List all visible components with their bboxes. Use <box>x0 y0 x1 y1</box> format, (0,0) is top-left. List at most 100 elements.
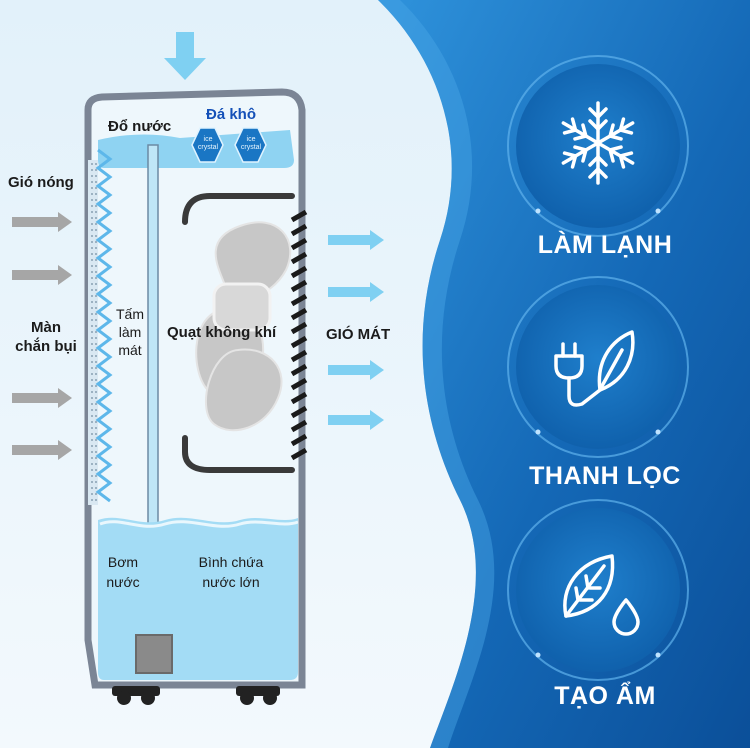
louver-slat <box>290 419 308 433</box>
dust-dot <box>91 361 93 363</box>
dust-dot <box>91 283 93 285</box>
dust-dot <box>95 349 97 351</box>
label-pump: Bơm nước <box>100 552 146 592</box>
dust-dot <box>91 427 93 429</box>
dust-dot <box>91 181 93 183</box>
dust-dot <box>91 481 93 483</box>
dust-dot <box>95 409 97 411</box>
dust-dot <box>91 295 93 297</box>
louver-slat <box>290 265 308 279</box>
dust-dot <box>95 373 97 375</box>
dust-dot <box>91 337 93 339</box>
dust-dot <box>95 187 97 189</box>
ice-crystal-text: ice crystal <box>240 136 262 152</box>
dust-dot <box>95 295 97 297</box>
louver-slat <box>290 377 308 391</box>
dust-dot <box>91 499 93 501</box>
fan-housing-bottom <box>182 435 295 473</box>
dust-dot <box>95 481 97 483</box>
dust-dot <box>95 487 97 489</box>
dust-dot <box>95 439 97 441</box>
dust-dot <box>95 277 97 279</box>
dust-dot <box>91 265 93 267</box>
dust-dot <box>95 223 97 225</box>
dust-dot <box>95 247 97 249</box>
dust-dot <box>91 379 93 381</box>
cooling-pad-line1: Tấm <box>116 306 144 322</box>
tank-line2: nước lớn <box>202 574 260 590</box>
louver-slat <box>290 391 308 405</box>
dust-dot <box>95 415 97 417</box>
dust-dot <box>95 397 97 399</box>
hot-wind-arrows <box>12 212 72 460</box>
ice-crystal-line2: crystal <box>197 144 219 151</box>
dust-dot <box>91 199 93 201</box>
pump-line2: nước <box>106 574 140 590</box>
ice-crystal-icon <box>234 127 267 163</box>
dust-dot <box>91 409 93 411</box>
top-arrow-icon <box>164 32 206 80</box>
dust-dot <box>91 307 93 309</box>
wheels <box>112 686 280 705</box>
dust-dot <box>91 235 93 237</box>
dust-dot <box>95 283 97 285</box>
dust-dot <box>95 181 97 183</box>
dust-dot <box>91 493 93 495</box>
water-tank <box>98 517 298 680</box>
louver-slat <box>290 321 308 335</box>
louver-slat <box>290 405 308 419</box>
water-tank-surface <box>99 520 299 528</box>
pump-line1: Bơm <box>107 554 139 570</box>
dust-dot <box>91 187 93 189</box>
feature-title-cooling: LÀM LẠNH <box>537 231 673 259</box>
louver-slat <box>290 335 308 349</box>
dust-dot <box>95 457 97 459</box>
cool-wind-arrow <box>328 230 384 250</box>
cooling-pad-line3: mát <box>118 342 142 358</box>
label-water-tank: Bình chứa nước lớn <box>186 552 276 592</box>
dust-dot <box>91 433 93 435</box>
hot-wind-arrow <box>12 388 72 408</box>
dust-dot <box>95 337 97 339</box>
ice-crystal-line1: ice <box>203 136 213 143</box>
dust-dot <box>95 493 97 495</box>
hot-wind-arrow <box>12 265 72 285</box>
fan-housing <box>182 193 295 225</box>
feature-circle-humidify <box>507 499 689 681</box>
ice-crystal-line2: crystal <box>240 144 262 151</box>
dust-dot <box>95 169 97 171</box>
dust-dot <box>91 223 93 225</box>
snowflake-icon <box>557 101 639 185</box>
hot-wind-arrow <box>12 212 72 232</box>
dust-dot <box>95 235 97 237</box>
dust-screen-line1: Màn <box>31 319 61 336</box>
dust-dot <box>91 487 93 489</box>
dust-dot <box>91 391 93 393</box>
dust-dot <box>95 211 97 213</box>
dust-dot <box>91 397 93 399</box>
dust-dot <box>91 421 93 423</box>
dust-dot <box>95 313 97 315</box>
dust-dot <box>95 445 97 447</box>
dust-dot <box>95 331 97 333</box>
dust-dot <box>91 415 93 417</box>
dust-dot <box>91 241 93 243</box>
dust-dot <box>95 403 97 405</box>
ice-crystal-icon <box>191 127 224 163</box>
dust-dot <box>95 205 97 207</box>
label-cooling-pad: Tấm làm mát <box>110 305 150 359</box>
dust-dot <box>95 193 97 195</box>
cool-wind-arrow <box>328 282 384 302</box>
dust-dot <box>91 229 93 231</box>
louver-slat <box>290 307 308 321</box>
louver-slat <box>290 223 308 237</box>
dust-dot <box>95 499 97 501</box>
leaf-drop-icon <box>563 554 640 636</box>
cooling-pad-line2: làm <box>118 324 142 340</box>
dust-dot <box>91 355 93 357</box>
dust-dot <box>91 289 93 291</box>
dust-dot <box>95 253 97 255</box>
dust-dot <box>91 259 93 261</box>
dust-dot <box>91 169 93 171</box>
dust-dot <box>95 325 97 327</box>
